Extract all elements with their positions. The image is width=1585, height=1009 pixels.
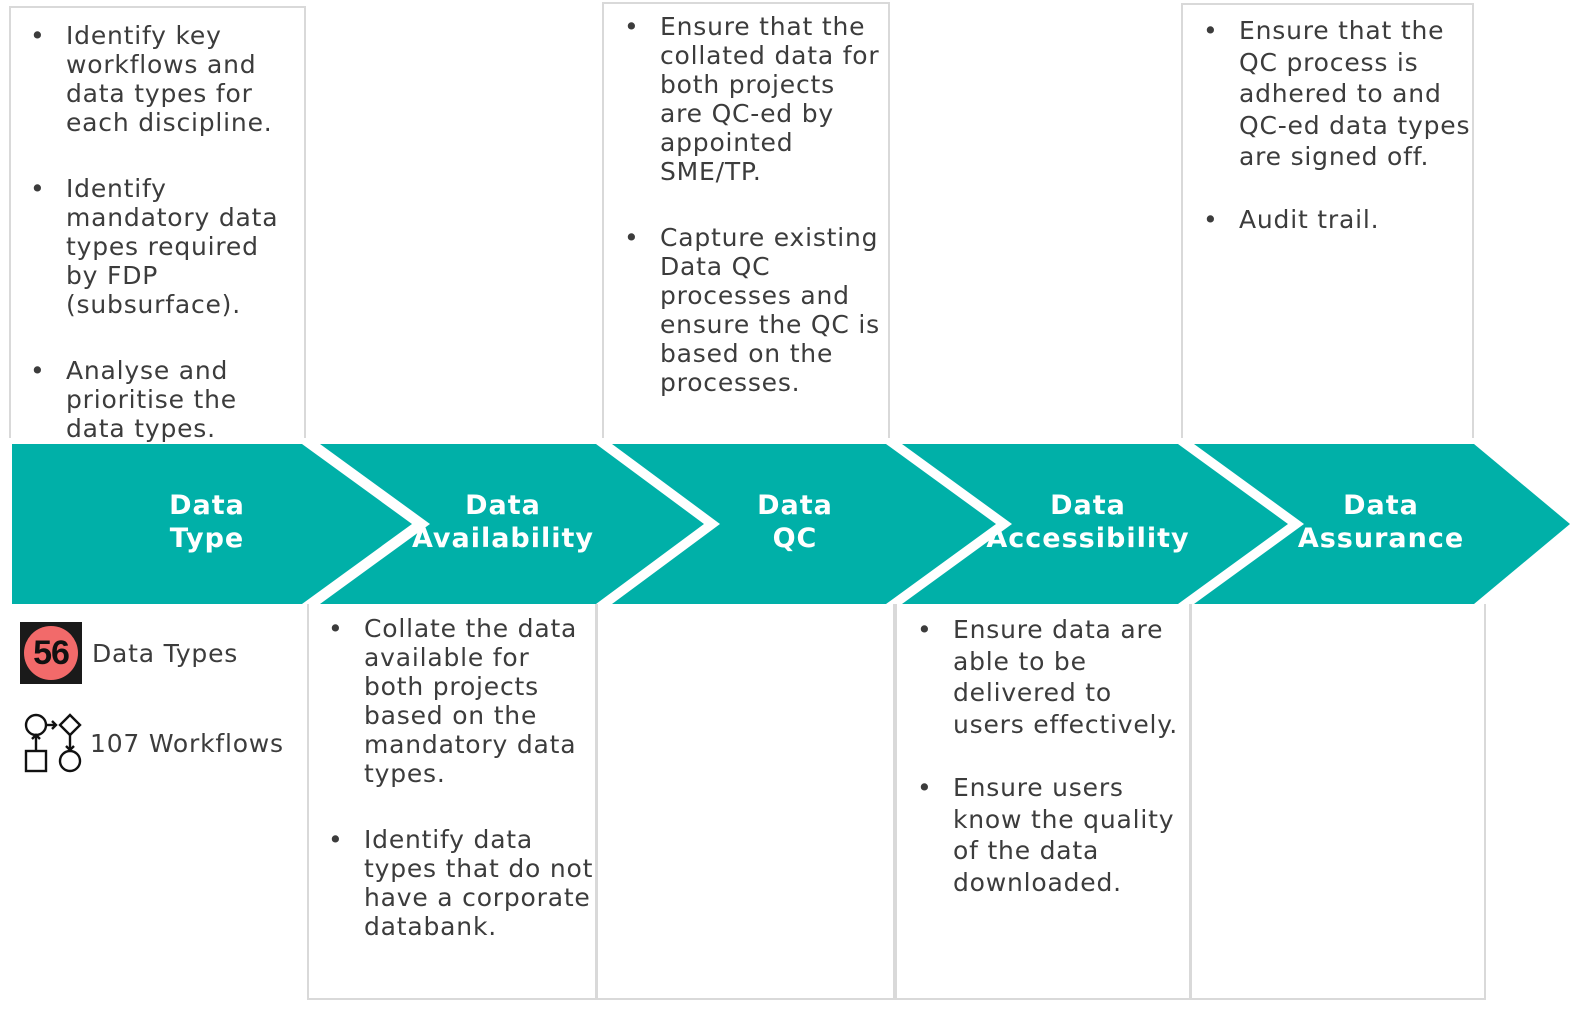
data-availability-bullet-list: Collate the data available for both proj… xyxy=(328,614,594,978)
data-assurance-empty-box xyxy=(1190,604,1486,1000)
bullet-item: Ensure data are able to be delivered to … xyxy=(917,614,1185,740)
data-qc-description-box: Ensure that the collated data for both p… xyxy=(602,2,890,438)
bullet-item: Capture existing Data QC processes and e… xyxy=(624,223,885,397)
bullet-item: Identify data types that do not have a c… xyxy=(328,825,594,941)
number-badge-icon: 56 xyxy=(20,622,82,684)
stage-label-line: Availability xyxy=(411,523,595,554)
stage-label-line: Data xyxy=(465,490,541,521)
data-type-description-box: Identify key workflows and data types fo… xyxy=(9,6,306,443)
process-chevron-band xyxy=(12,444,1570,604)
data-types-label: Data Types xyxy=(92,638,239,668)
data-accessibility-bullet-list: Ensure data are able to be delivered to … xyxy=(917,614,1185,930)
workflows-label: 107 Workflows xyxy=(90,728,284,758)
chevron-data-assurance xyxy=(1194,444,1570,604)
stage-label-line: QC xyxy=(772,523,818,554)
workflows-stat: 107 Workflows xyxy=(22,713,284,773)
stage-label-data-qc: Data QC xyxy=(655,489,935,555)
data-assurance-description-box: Ensure that the QC process is adhered to… xyxy=(1181,3,1474,438)
data-assurance-bullet-list: Ensure that the QC process is adhered to… xyxy=(1203,15,1471,266)
bullet-item: Identify mandatory data types required b… xyxy=(30,174,296,319)
chevron-data-availability xyxy=(320,444,704,604)
data-accessibility-description-box: Ensure data are able to be delivered to … xyxy=(895,604,1191,1000)
data-types-stat: 56 Data Types xyxy=(20,622,238,684)
stage-label-data-accessibility: Data Accessibility xyxy=(948,489,1228,555)
stage-label-line: Data xyxy=(1343,490,1419,521)
stage-label-data-assurance: Data Assurance xyxy=(1241,489,1521,555)
chevron-data-type xyxy=(12,444,412,604)
bullet-item: Analyse and prioritise the data types. xyxy=(30,356,296,443)
stage-label-data-type: Data Type xyxy=(67,489,347,555)
data-qc-empty-box xyxy=(596,604,895,1000)
stage-label-line: Assurance xyxy=(1297,523,1465,554)
chevron-data-accessibility xyxy=(902,444,1288,604)
data-qc-bullet-list: Ensure that the collated data for both p… xyxy=(624,12,885,434)
bullet-item: Identify key workflows and data types fo… xyxy=(30,21,296,137)
stage-label-data-availability: Data Availability xyxy=(363,489,643,555)
bullet-item: Collate the data available for both proj… xyxy=(328,614,594,788)
stage-label-line: Accessibility xyxy=(986,523,1190,554)
badge-number: 56 xyxy=(24,626,78,680)
stage-label-line: Data xyxy=(1050,490,1126,521)
bullet-item: Ensure that the QC process is adhered to… xyxy=(1203,15,1471,173)
chevron-data-qc xyxy=(612,444,996,604)
bullet-item: Ensure that the collated data for both p… xyxy=(624,12,885,186)
workflow-icon xyxy=(24,713,82,773)
data-availability-description-box: Collate the data available for both proj… xyxy=(307,604,597,1000)
bullet-item: Ensure users know the quality of the dat… xyxy=(917,772,1185,898)
data-type-bullet-list: Identify key workflows and data types fo… xyxy=(30,21,296,480)
stage-label-line: Data xyxy=(169,490,245,521)
bullet-item: Audit trail. xyxy=(1203,204,1471,236)
stage-label-line: Type xyxy=(169,523,245,554)
stage-label-line: Data xyxy=(757,490,833,521)
